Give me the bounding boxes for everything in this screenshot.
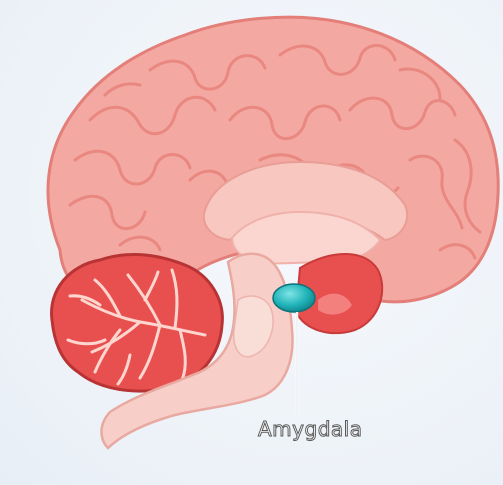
amygdala-label: Amygdala [258,417,362,441]
amygdala-structure [273,284,315,312]
